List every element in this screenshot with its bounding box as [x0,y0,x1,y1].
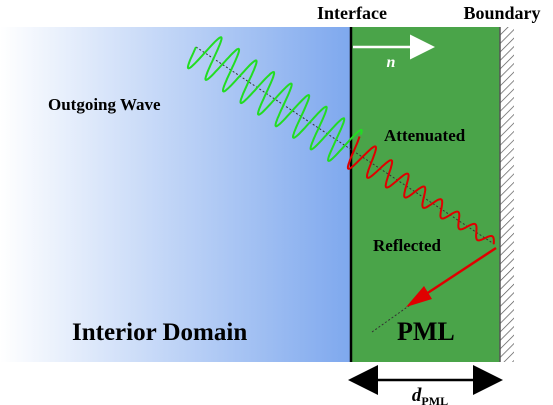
thickness-symbol: d [412,385,422,405]
propagation-ray [195,46,495,245]
outgoing-wave-label: Outgoing Wave [48,95,161,114]
interior-domain-label: Interior Domain [72,319,247,346]
boundary-label: Boundary [463,3,540,23]
normal-vector-label: n [387,54,396,71]
attenuated-label: Attenuated [384,126,466,145]
thickness-subscript: PML [421,394,448,405]
attenuated-wave [346,136,495,245]
pml-region [351,27,500,362]
interface-label: Interface [317,3,387,23]
boundary-hatching [500,27,514,362]
interior-domain-region [0,27,351,362]
reflected-label: Reflected [373,236,442,255]
reflected-arrowhead [406,286,432,307]
incident-wave [186,36,363,162]
reflected-ray [419,246,497,300]
pml-label: PML [397,317,455,346]
pml-thickness-label: dPML [412,385,448,405]
